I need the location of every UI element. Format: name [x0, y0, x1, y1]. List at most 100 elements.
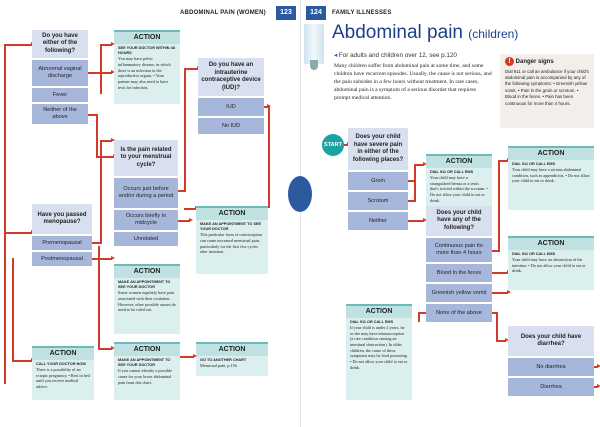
connector — [492, 250, 500, 252]
connector-arrow — [12, 358, 35, 362]
connector-arrow — [492, 290, 511, 294]
action-heading: ACTION — [114, 266, 180, 278]
right-page-header: FAMILY ILLNESSES — [332, 10, 392, 16]
option-scrotum: Scrotum — [348, 192, 408, 210]
option-midcycle: Occurs briefly in midcycle — [114, 210, 178, 230]
action-heading: ACTION — [196, 344, 268, 356]
action-body: You may have pelvic inflammatory disease… — [118, 56, 171, 90]
action-heading: ACTION — [196, 208, 268, 220]
warning-icon: ! — [505, 57, 514, 66]
connector-arrow — [594, 384, 600, 388]
action-lead: MAKE AN APPOINTMENT TO SEE YOUR DOCTOR — [118, 358, 171, 368]
option-postmenopausal: Postmenopausal — [32, 252, 92, 266]
connector — [492, 312, 496, 314]
intro-paragraph: Many children suffer from abdominal pain… — [334, 63, 492, 102]
action-lead: MAKE AN APPOINTMENT TO SEE YOUR DOCTOR — [200, 222, 262, 232]
left-page-header: ABDOMINAL PAIN (WOMEN) — [180, 10, 266, 16]
page-title: Abdominal pain (children) — [332, 22, 592, 44]
action-body: If you cannot identify a possible cause … — [118, 368, 173, 385]
connector — [96, 114, 98, 158]
action-lead: GO TO ANOTHER CHART — [200, 358, 247, 362]
action-lead: DIAL 911 OR CALL EMS — [350, 320, 394, 324]
connector — [4, 44, 6, 384]
connector — [414, 164, 416, 202]
title-main: Abdominal pain — [332, 22, 463, 43]
connector-arrow — [6, 42, 35, 46]
question-discharge-fever: Do you have either of the following? — [32, 30, 88, 58]
page-edge-decoration — [288, 176, 312, 212]
option-no-diarrhea: No diarrhea — [508, 358, 594, 376]
action-lead: DIAL 911 OR CALL EMS — [430, 170, 474, 174]
thermometer-image — [304, 24, 324, 64]
option-neither-right: Neither — [348, 212, 408, 230]
connector-arrow — [178, 218, 193, 222]
arrow-left-icon: ◂ — [334, 52, 338, 59]
danger-text: Dial 911 or call an ambulance if your ch… — [505, 68, 589, 106]
cross-reference-text: For adults and children over 12, see p.1… — [338, 52, 457, 59]
connector — [100, 140, 102, 244]
connector-arrow — [6, 230, 35, 234]
connector-arrow — [184, 206, 199, 210]
action-body: Your child may have a strangulated herni… — [430, 175, 488, 203]
action-lead: CALL YOUR DOCTOR NOW — [36, 362, 86, 366]
action-heading: ACTION — [114, 344, 180, 356]
option-groin: Groin — [348, 172, 408, 190]
connector — [268, 106, 270, 208]
option-no-iud: No IUD — [198, 118, 264, 134]
action-heading: ACTION — [346, 306, 412, 318]
option-diarrhea: Diarrhea — [508, 378, 594, 396]
option-none: None of the above — [426, 304, 492, 322]
action-lead: MAKE AN APPOINTMENT TO SEE YOUR DOCTOR — [118, 280, 171, 290]
option-iud: IUD — [198, 98, 264, 116]
action-ovulation: ACTION MAKE AN APPOINTMENT TO SEE YOUR D… — [114, 264, 180, 334]
connector-arrow — [92, 256, 115, 260]
option-abnormal-discharge: Abnormal vaginal discharge — [32, 60, 88, 86]
action-heading: ACTION — [508, 238, 594, 250]
connector — [408, 200, 416, 202]
action-lead: SEE YOUR DOCTOR WITHIN 48 HOURS — [118, 46, 175, 56]
connector-arrow — [184, 66, 201, 70]
connector-arrow — [100, 42, 115, 46]
action-body: Your child may have a serious abdominal … — [512, 167, 590, 184]
option-blood-feces: Blood in the feces — [426, 264, 492, 282]
connector — [92, 242, 102, 244]
action-lead: DIAL 911 OR CALL EMS — [512, 252, 556, 256]
connector-arrow — [408, 218, 427, 222]
action-body: Your child may have an obstruction of th… — [512, 257, 586, 274]
option-before-period: Occurs just before and/or during a perio… — [114, 178, 178, 208]
action-heading: ACTION — [508, 148, 594, 160]
action-body: Menstrual pain, p.156 — [200, 363, 237, 369]
action-heading: ACTION — [114, 32, 180, 44]
action-body: There is a possibility of an ectopic pre… — [36, 367, 90, 390]
connector-arrow — [98, 346, 115, 350]
action-body: Some women regularly have pain associate… — [118, 290, 176, 313]
connector-arrow — [100, 138, 115, 142]
cross-reference[interactable]: ◂ For adults and children over 12, see p… — [334, 52, 457, 59]
action-heading: ACTION — [32, 348, 94, 360]
connector — [12, 258, 14, 360]
connector — [100, 44, 102, 94]
connector-arrow — [498, 158, 511, 162]
danger-title-text: Danger signs — [515, 59, 554, 65]
action-lead: DIAL 911 OR CALL EMS — [512, 162, 556, 166]
left-page-number: 123 — [276, 6, 296, 20]
connector — [178, 190, 186, 192]
question-menstrual-cycle: Is the pain related to your menstrual cy… — [114, 140, 178, 176]
connector-arrow — [496, 338, 509, 342]
right-page-number: 124 — [306, 6, 326, 20]
page-divider — [300, 0, 301, 427]
question-severe-pain: Does your child have severe pain in eith… — [348, 128, 408, 170]
